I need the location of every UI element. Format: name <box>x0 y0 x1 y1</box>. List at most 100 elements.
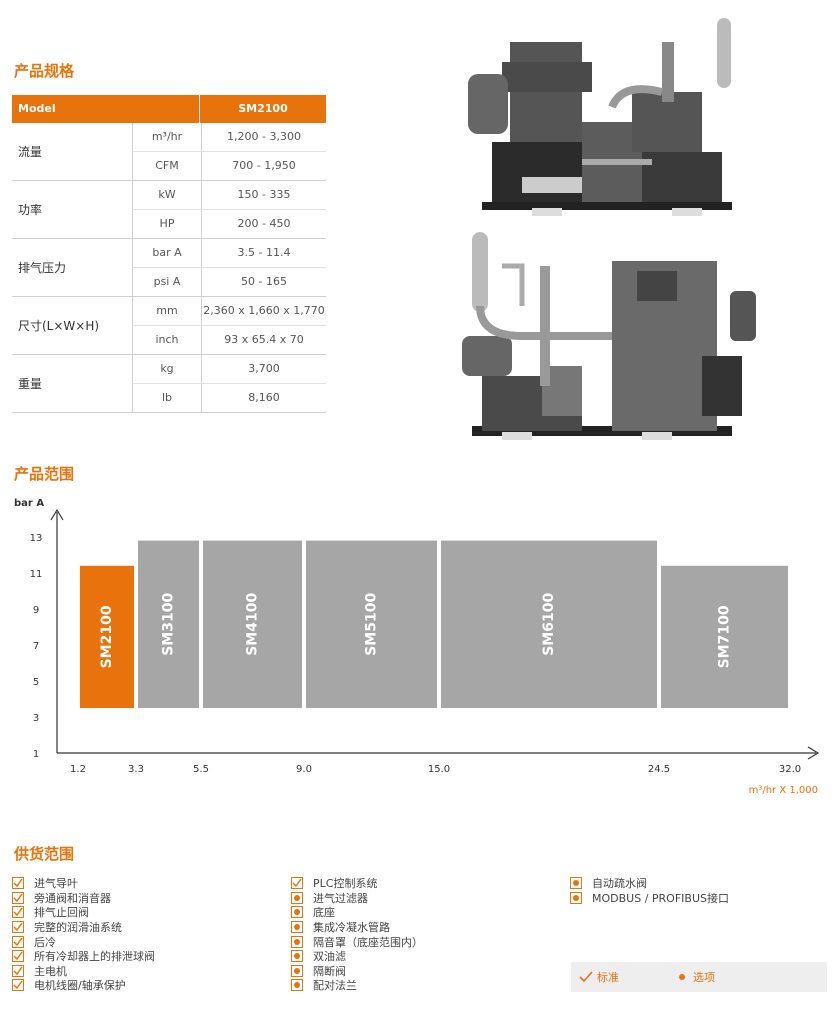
supply-item: 集成冷凝水管路 <box>291 920 423 935</box>
dot-icon <box>291 979 303 992</box>
spec-unit: bar A <box>132 239 202 267</box>
check-icon <box>12 950 24 963</box>
supply-section-title: 供货范围 <box>14 845 75 863</box>
range-bar-sm2100 <box>80 565 134 708</box>
check-icon <box>12 964 24 977</box>
x-tick-label: 1.2 <box>70 764 86 775</box>
spec-unit: kW <box>132 181 202 209</box>
x-tick-label: 15.0 <box>428 764 450 775</box>
range-bar-sm6100 <box>441 540 657 708</box>
dot-icon <box>291 964 303 977</box>
supply-item: 排气止回阀 <box>12 905 155 920</box>
supply-item-label: 底座 <box>313 906 335 920</box>
supply-item-label: 所有冷却器上的排泄球阀 <box>34 950 155 964</box>
spec-table-header: Model SM2100 <box>12 95 326 123</box>
header-product: SM2100 <box>238 102 288 115</box>
spec-group-name: 重量 <box>18 377 43 391</box>
supply-item-label: 自动疏水阀 <box>592 877 647 891</box>
supply-item-label: 进气过滤器 <box>313 891 368 905</box>
range-bar-label: SM4100 <box>245 593 261 656</box>
spec-value: 93 x 65.4 x 70 <box>224 333 304 346</box>
compressor-image-front <box>468 18 732 216</box>
check-icon <box>291 877 303 890</box>
x-tick-label: 5.5 <box>193 764 209 775</box>
supply-item-label: 进气导叶 <box>34 877 78 891</box>
supply-item-label: 集成冷凝水管路 <box>313 921 390 935</box>
x-tick-label: 3.3 <box>128 764 144 775</box>
supply-item-label: 主电机 <box>34 964 67 978</box>
x-tick-label: 24.5 <box>648 764 670 775</box>
x-axis-label: m³/hr X 1,000 <box>749 785 818 796</box>
spec-section-title: 产品规格 <box>14 62 75 80</box>
spec-unit: inch <box>132 326 202 354</box>
check-icon <box>12 935 24 948</box>
supply-item: 主电机 <box>12 964 155 979</box>
supply-item: 电机线圈/轴承保护 <box>12 978 155 993</box>
spec-row: inch 93 x 65.4 x 70 <box>132 325 326 354</box>
supply-item: 所有冷却器上的排泄球阀 <box>12 949 155 964</box>
supply-legend: 标准 选项 <box>571 962 827 992</box>
dot-icon <box>291 921 303 934</box>
range-bar-label: SM2100 <box>99 605 115 668</box>
supply-item: 隔断阀 <box>291 964 423 979</box>
check-icon <box>12 877 24 890</box>
supply-item: PLC控制系统 <box>291 876 423 891</box>
supply-item-label: 完整的润滑油系统 <box>34 921 122 935</box>
spec-value: 2,360 x 1,660 x 1,770 <box>203 304 325 317</box>
y-tick-label: 3 <box>33 713 39 724</box>
y-tick-label: 7 <box>33 641 39 652</box>
supply-item: 自动疏水阀 <box>570 876 729 891</box>
supply-item-label: 旁通阀和消音器 <box>34 891 111 905</box>
range-bar-label: SM5100 <box>364 593 380 656</box>
range-bar-sm7100 <box>661 565 788 708</box>
supply-item-label: 电机线圈/轴承保护 <box>34 979 126 993</box>
spec-group-name: 流量 <box>18 145 43 159</box>
spec-unit: kg <box>132 355 202 383</box>
supply-item-label: 配对法兰 <box>313 979 357 993</box>
legend-option: 选项 <box>679 969 715 985</box>
supply-item-label: 排气止回阀 <box>34 906 89 920</box>
spec-value: 700 - 1,950 <box>232 159 296 172</box>
check-icon <box>579 971 593 983</box>
y-tick-label: 1 <box>33 749 39 760</box>
spec-unit: psi A <box>132 268 202 296</box>
range-bar-label: SM3100 <box>161 593 177 656</box>
dot-icon <box>291 891 303 904</box>
spec-group-name: 尺寸(L×W×H) <box>18 319 100 333</box>
supply-item-label: PLC控制系统 <box>313 877 378 891</box>
supply-item: 隔音罩（底座范围内） <box>291 934 423 949</box>
y-axis-label: bar A <box>14 498 44 509</box>
x-tick-label: 9.0 <box>296 764 312 775</box>
spec-value: 150 - 335 <box>237 188 291 201</box>
range-bar-sm4100 <box>203 540 302 708</box>
legend-standard: 标准 <box>579 969 619 985</box>
supply-item-label: 隔音罩（底座范围内） <box>313 935 423 949</box>
spec-unit: m³/hr <box>132 123 202 151</box>
supply-column-2: PLC控制系统进气过滤器底座集成冷凝水管路隔音罩（底座范围内）双油滤隔断阀配对法… <box>291 876 423 993</box>
range-section-title: 产品范围 <box>14 465 75 483</box>
dot-icon <box>570 877 582 890</box>
spec-value: 50 - 165 <box>241 275 287 288</box>
y-tick-label: 5 <box>33 677 39 688</box>
dot-icon <box>291 935 303 948</box>
range-bar-label: SM6100 <box>541 593 557 656</box>
header-model: Model <box>12 95 200 123</box>
supply-item: 双油滤 <box>291 949 423 964</box>
range-bar-sm5100 <box>306 540 437 708</box>
dot-icon <box>679 974 685 980</box>
spec-unit: lb <box>132 384 202 412</box>
supply-item-label: MODBUS / PROFIBUS接口 <box>592 891 729 905</box>
supply-item: 配对法兰 <box>291 978 423 993</box>
spec-group-name: 排气压力 <box>18 261 67 275</box>
